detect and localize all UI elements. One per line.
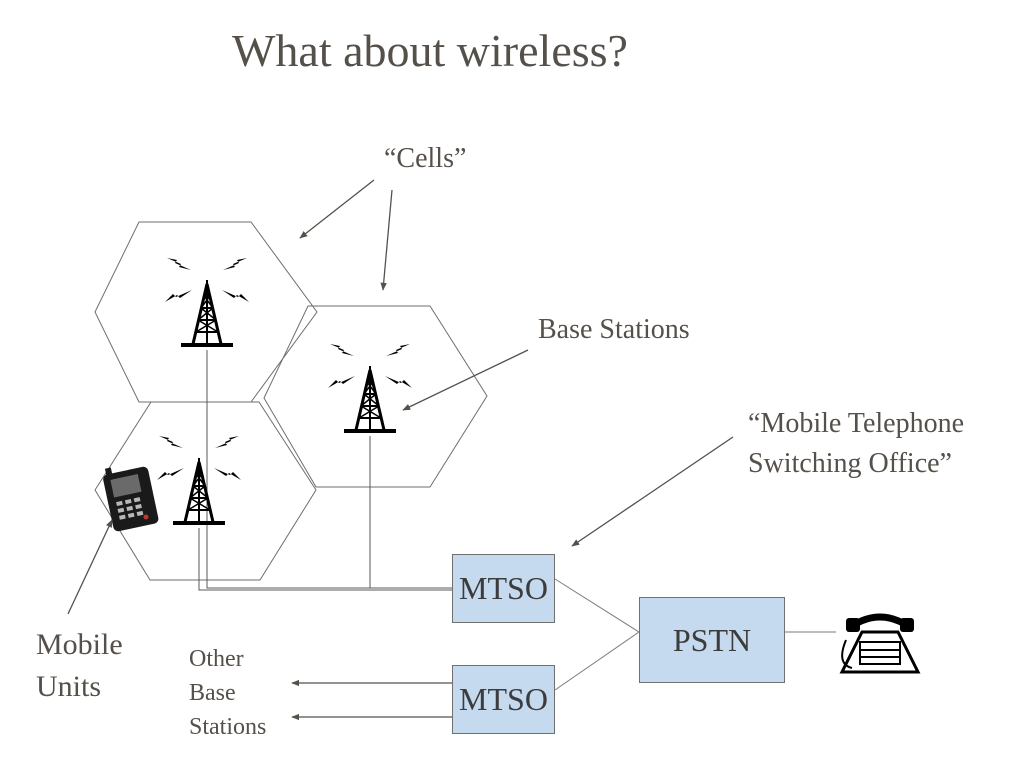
slide-title: What about wireless?: [232, 25, 628, 76]
mtso-description-label: “Mobile Telephone Switching Office”: [748, 408, 965, 479]
radio-tower-icon: [155, 434, 243, 527]
desk-telephone-icon: [839, 613, 921, 674]
mtso-node-top-label: MTSO: [459, 570, 548, 606]
other-base-stations-label: Other Base Stations: [189, 646, 267, 740]
radio-tower-icon: [326, 342, 414, 435]
cell-phone-icon: [103, 466, 159, 532]
cells-label: “Cells”: [384, 143, 467, 174]
cell-hexagon-top: [94, 221, 318, 403]
cell-hexagon-bottom: [94, 401, 317, 581]
cell-hexagons: [94, 221, 488, 581]
cell-hexagon-right: [263, 305, 488, 488]
mtso-node-bottom: MTSO: [452, 665, 555, 734]
mtso-node-top: MTSO: [452, 554, 555, 623]
pstn-node-label: PSTN: [672, 621, 752, 658]
annotation-arrows: [67, 179, 734, 721]
radio-tower-icon: [163, 256, 251, 349]
mobile-units-label: Mobile Units: [36, 628, 123, 703]
pstn-node: PSTN: [639, 597, 785, 683]
tower-wires: [198, 350, 452, 591]
mtso-node-bottom-label: MTSO: [459, 681, 548, 717]
base-stations-label: Base Stations: [538, 314, 690, 345]
network-links: [554, 578, 836, 691]
